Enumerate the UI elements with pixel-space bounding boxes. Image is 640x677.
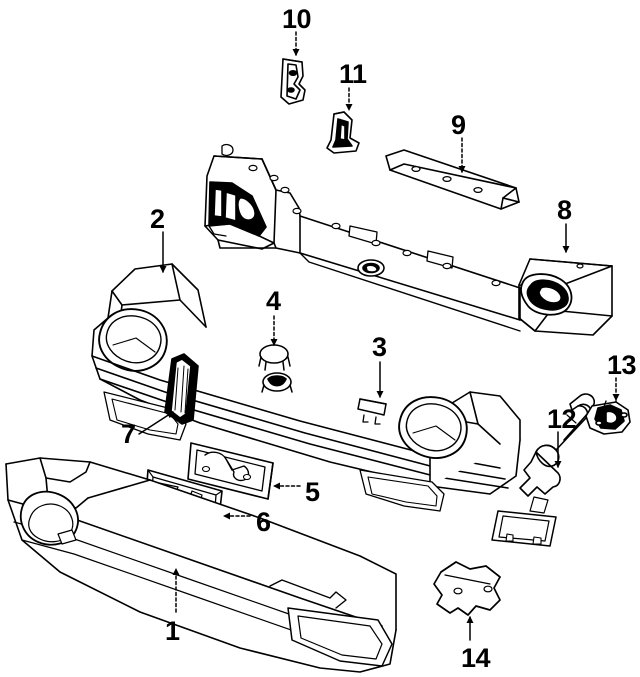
callout-label-8: 8 bbox=[557, 195, 572, 225]
part-7-molding-clip-strip bbox=[164, 353, 199, 425]
callout-leader-lines bbox=[138, 31, 620, 641]
part-2-bumper-cover-left bbox=[91, 263, 521, 512]
callout-label-11: 11 bbox=[339, 59, 367, 89]
callout-label-3: 3 bbox=[372, 332, 387, 362]
callout-label-13: 13 bbox=[607, 350, 637, 380]
callout-label-6: 6 bbox=[256, 507, 271, 537]
callout-label-7: 7 bbox=[121, 419, 136, 449]
part-10-mounting-bracket-upper bbox=[280, 58, 306, 105]
callout-label-10: 10 bbox=[282, 4, 312, 34]
callout-label-2: 2 bbox=[150, 204, 165, 234]
part-4-grommet-plug bbox=[258, 344, 293, 393]
callout-label-14: 14 bbox=[461, 643, 491, 673]
callout-label-9: 9 bbox=[451, 110, 466, 140]
callout-label-4: 4 bbox=[266, 286, 281, 316]
part-5-license-plate-bracket bbox=[187, 442, 274, 500]
part-9-upper-reinforcement-bar bbox=[385, 149, 520, 210]
part-8-headlamp-housing-right bbox=[518, 258, 613, 336]
part-3-retainer-clip bbox=[357, 398, 387, 425]
part-12-energy-absorber-strut bbox=[491, 393, 596, 547]
part-14-bumper-support-bracket bbox=[433, 561, 501, 616]
part-1-lower-bumper-valance bbox=[5, 457, 397, 673]
callout-label-5: 5 bbox=[305, 477, 320, 507]
part-11-mounting-bracket-lower bbox=[326, 111, 360, 154]
header-panel-assembly bbox=[204, 143, 521, 332]
part-13-strut-mounting-plate bbox=[585, 395, 631, 435]
callout-label-12: 12 bbox=[547, 404, 577, 434]
callout-label-1: 1 bbox=[165, 616, 180, 646]
